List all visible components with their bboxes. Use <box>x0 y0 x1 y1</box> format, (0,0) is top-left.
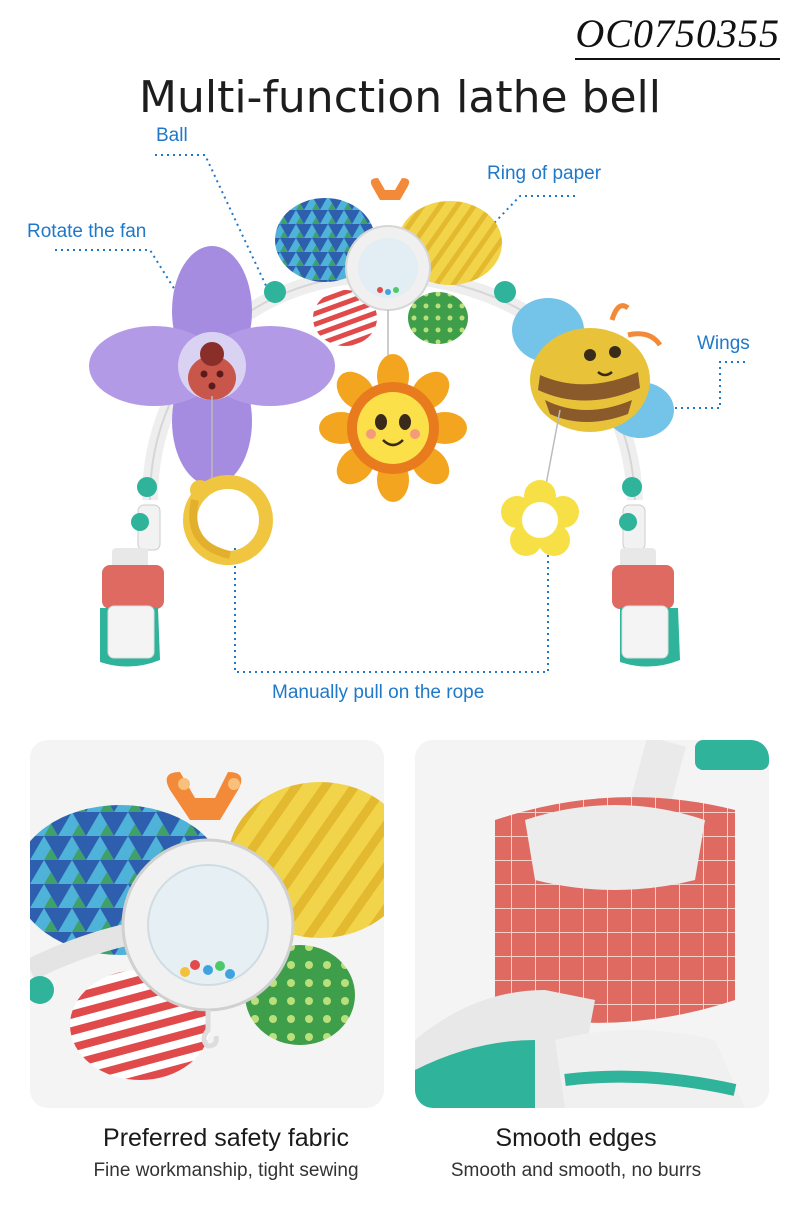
center-butterfly <box>275 178 502 360</box>
paper-callout-line <box>477 195 575 241</box>
page-title: Multi-function lathe bell <box>139 72 661 123</box>
product-code: OC0750355 <box>575 12 780 60</box>
sunflower-toy <box>319 354 467 502</box>
callout-rotate-fan: Rotate the fan <box>27 221 147 242</box>
flower-teether <box>501 480 579 556</box>
callout-ball: Ball <box>156 125 188 146</box>
left-clip <box>100 477 164 667</box>
rope-callout-line <box>234 548 549 673</box>
ball-callout-line <box>155 154 269 291</box>
callout-wings: Wings <box>697 333 750 354</box>
edges-detail-panel <box>415 740 769 1108</box>
feature-2-title: Smooth edges <box>495 1124 657 1152</box>
callout-pull-rope: Manually pull on the rope <box>272 682 485 703</box>
fabric-detail-panel <box>30 740 384 1108</box>
feature-1-subtitle: Fine workmanship, tight sewing <box>93 1160 359 1181</box>
wings-callout-line <box>650 361 745 409</box>
purple-fan <box>89 246 335 486</box>
moon-rattle <box>183 475 273 565</box>
product-illustration <box>55 154 745 673</box>
right-clip <box>612 477 680 667</box>
feature-2-subtitle: Smooth and smooth, no burrs <box>450 1160 702 1181</box>
callout-ring-of-paper: Ring of paper <box>487 163 602 184</box>
feature-1-title: Preferred safety fabric <box>103 1124 349 1152</box>
bee-toy <box>512 298 674 491</box>
